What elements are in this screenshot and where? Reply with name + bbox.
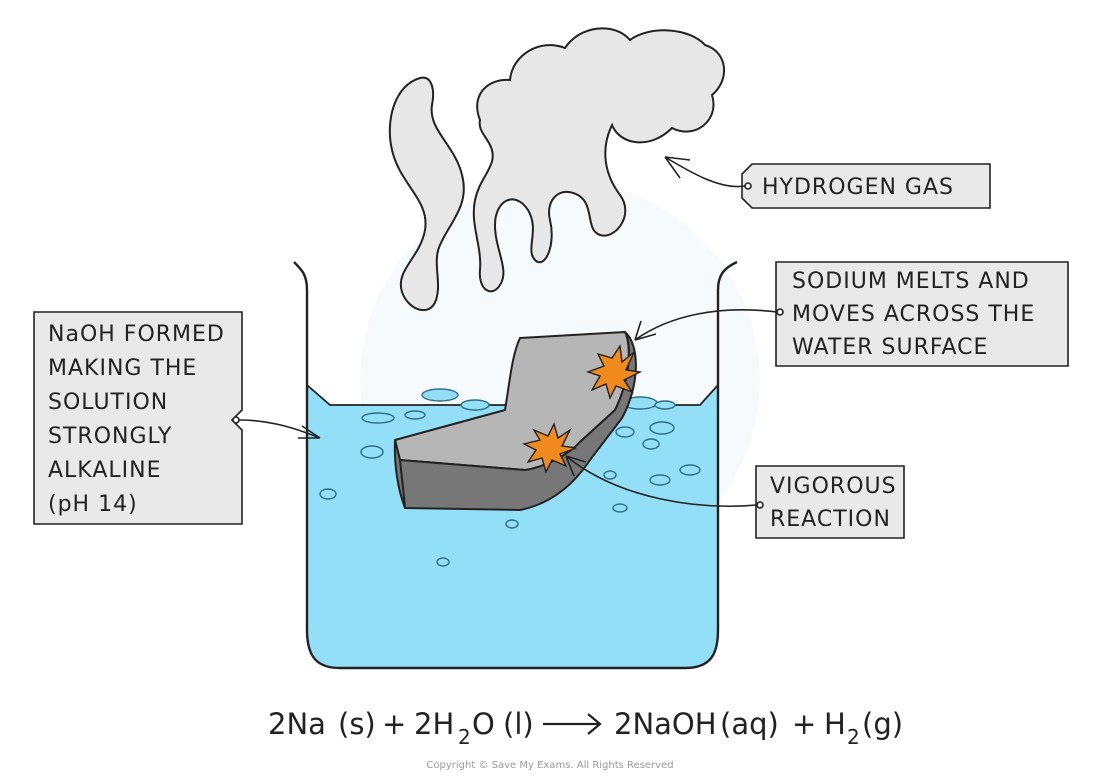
- sodium-edge: [399, 459, 406, 509]
- bubble: [361, 412, 395, 424]
- label-box: [775, 261, 1069, 367]
- arrow-naoh: [238, 419, 321, 439]
- arrow-sodium: [634, 309, 778, 341]
- vigorous-label-line-2: REACTION: [770, 507, 891, 532]
- equation-reactant-2-sub: 2: [458, 725, 471, 749]
- spark-lower: [521, 422, 577, 474]
- smoke-plume-main: [472, 27, 726, 293]
- naoh-label-line-2: MAKING THE: [48, 356, 197, 381]
- reaction-arrow: [543, 713, 602, 735]
- naoh-label-line-4: STRONGLY: [48, 424, 172, 449]
- naoh-label-line-1: NaOH FORMED: [48, 322, 225, 347]
- bubble: [421, 388, 459, 402]
- bubbles: [319, 388, 701, 567]
- equation-reactant-2-post: O: [472, 707, 495, 741]
- equation-reactant-2-pre: 2H: [414, 707, 454, 741]
- pointer-dot: [756, 501, 764, 509]
- sodium-block: [393, 331, 637, 511]
- equation-reactant-2-state: (l): [503, 707, 534, 741]
- naoh-label-line-6: (pH 14): [48, 492, 138, 517]
- label-naoh-formed: NaOH FORMED MAKING THE SOLUTION STRONGLY…: [33, 311, 243, 525]
- beaker-outline: [293, 260, 738, 670]
- label-box: [33, 311, 243, 525]
- spark-upper: [585, 344, 643, 400]
- naoh-label-line-3: SOLUTION: [48, 390, 168, 415]
- bubble: [649, 474, 671, 486]
- bubble: [612, 503, 628, 513]
- arrow-vigorous: [565, 455, 758, 507]
- hydrogen-gas-smoke: [388, 27, 726, 312]
- bubble: [360, 445, 384, 459]
- equation-plus-1: +: [382, 707, 406, 741]
- chemical-equation: 2Na (s) + 2H 2 O (l) 2NaOH (aq) + H 2 (g…: [268, 707, 903, 749]
- equation-product-1-state: (aq): [720, 707, 779, 741]
- bubble: [505, 519, 519, 529]
- sodium-label-line-3: WATER SURFACE: [792, 335, 988, 360]
- equation-product-1: 2NaOH: [614, 707, 717, 741]
- bubble: [615, 426, 635, 438]
- bubble: [460, 399, 490, 411]
- pointer-dot: [776, 308, 784, 316]
- equation-reactant-1-state: (s): [338, 707, 376, 741]
- label-sodium-melts: SODIUM MELTS AND MOVES ACROSS THE WATER …: [775, 261, 1069, 367]
- label-hydrogen-gas: HYDROGEN GAS: [741, 163, 991, 209]
- bubble: [654, 400, 676, 410]
- label-vigorous-reaction: VIGOROUS REACTION: [755, 465, 905, 539]
- label-box: [755, 465, 905, 539]
- bubble: [436, 557, 450, 567]
- bubble: [649, 421, 675, 435]
- bubble: [319, 488, 337, 500]
- bubble: [642, 438, 660, 450]
- sodium-label-line-1: SODIUM MELTS AND: [792, 269, 1030, 294]
- copyright-notice: Copyright © Save My Exams. All Rights Re…: [426, 760, 673, 771]
- equation-product-2-pre: H: [824, 707, 846, 741]
- pointer-dot: [744, 182, 752, 190]
- naoh-label-line-5: ALKALINE: [48, 458, 162, 483]
- reaction-sparks: [521, 344, 643, 474]
- leader-arrows: [232, 156, 784, 509]
- arrow-hydrogen: [664, 156, 746, 188]
- sodium-label-line-2: MOVES ACROSS THE: [792, 302, 1035, 327]
- bubble: [679, 464, 701, 476]
- smoke-plume-left: [388, 76, 465, 312]
- pointer-dot: [232, 416, 240, 424]
- equation-reactant-1: 2Na: [268, 707, 326, 741]
- bubble: [603, 470, 617, 480]
- equation-product-2-state: (g): [862, 707, 903, 741]
- bubble: [404, 410, 426, 420]
- equation-product-2-sub: 2: [847, 725, 860, 749]
- vigorous-label-line-1: VIGOROUS: [770, 474, 897, 499]
- equation-plus-2: +: [792, 707, 816, 741]
- label-box: [741, 163, 991, 209]
- hydrogen-gas-label: HYDROGEN GAS: [762, 175, 954, 200]
